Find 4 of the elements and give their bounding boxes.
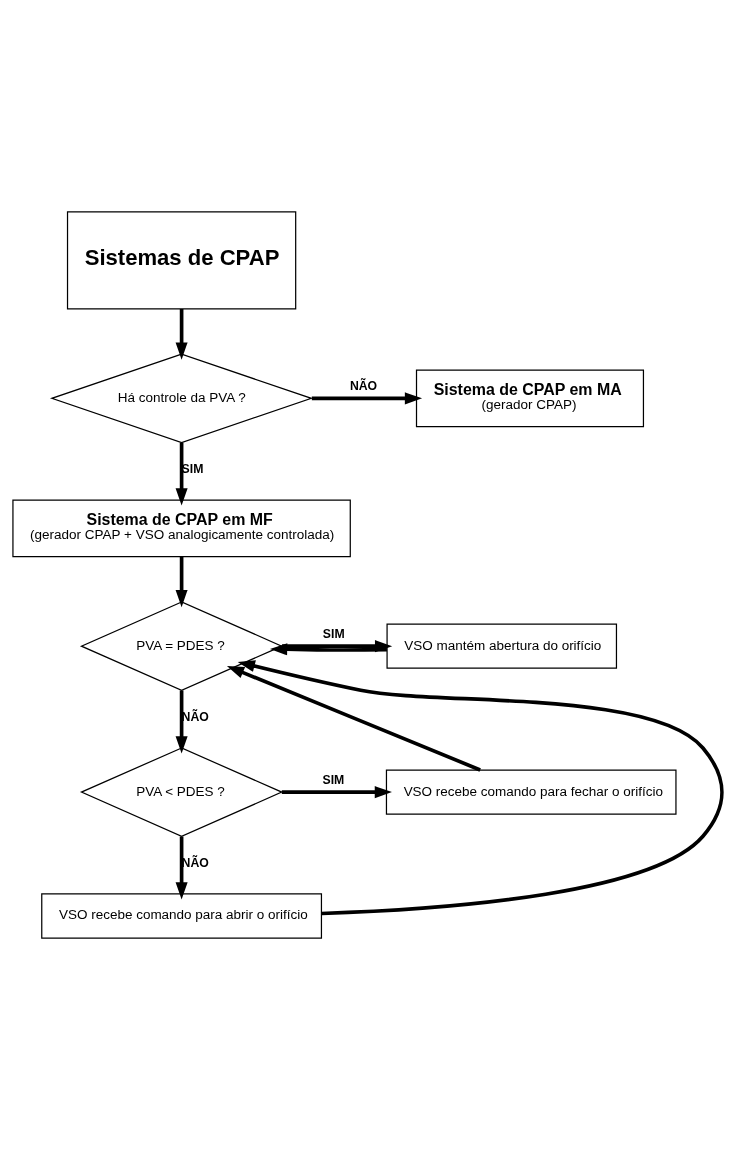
- edge-label: NÃO: [349, 378, 378, 393]
- edge-label: SIM: [322, 772, 345, 787]
- edge-label: SIM: [181, 461, 204, 476]
- edge-label: SIM: [322, 626, 345, 641]
